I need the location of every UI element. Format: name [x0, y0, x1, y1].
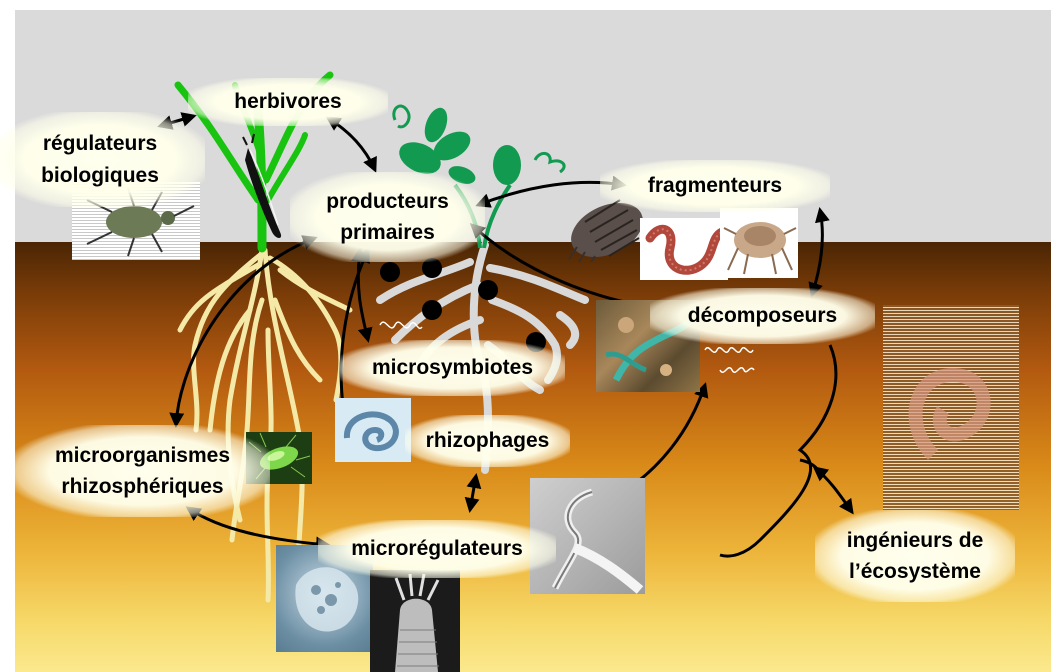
- amoeba-photo: [276, 545, 373, 652]
- producteurs-text-line2: primaires: [340, 221, 435, 244]
- fragmenteurs-text: fragmenteurs: [647, 174, 783, 198]
- label-ingenieurs-ecosysteme: ingénieurs de l’écosystème: [815, 510, 1015, 602]
- label-decomposeurs: décomposeurs: [650, 288, 875, 344]
- ingenieurs-text-line1: ingénieurs de: [846, 528, 984, 552]
- microorganismes-text-line1: microorganismes: [54, 443, 231, 467]
- arrow-producteurs-microorganismes: [169, 235, 318, 428]
- nematode-photo: [335, 398, 411, 462]
- arrow-fragmenteurs-decomposeurs: [808, 207, 830, 298]
- label-producteurs-primaires: producteurs primaires: [290, 172, 485, 262]
- label-microorganismes-rhizospheriques: microorganismes rhizosphériques: [15, 425, 270, 517]
- earthworm-faded-photo: [883, 305, 1019, 510]
- rhizophages-text: rhizophages: [425, 429, 550, 453]
- fungal-filaments: [379, 321, 755, 373]
- label-microsymbiotes: microsymbiotes: [340, 340, 565, 396]
- label-rhizophages: rhizophages: [405, 415, 570, 467]
- label-fragmenteurs: fragmenteurs: [600, 160, 830, 212]
- microregulateurs-text: microrégulateurs: [351, 537, 523, 561]
- ingenieurs-bracket: [719, 344, 838, 558]
- herbivores-text: herbivores: [234, 90, 342, 114]
- regulateurs-text-line1: régulateurs: [42, 132, 158, 155]
- earthworm-photo: [640, 218, 728, 280]
- microsymbiotes-text: microsymbiotes: [371, 356, 534, 380]
- producteurs-text-line1: producteurs: [326, 189, 449, 213]
- label-microregulateurs: microrégulateurs: [318, 520, 556, 578]
- decomposeurs-text: décomposeurs: [687, 304, 838, 328]
- arrow-rhizophages-microregulateurs: [464, 473, 482, 513]
- arrow-ingenieurs: [812, 466, 854, 515]
- caterpillar-icon: [242, 133, 282, 238]
- ingenieurs-text-line2: l’écosystème: [849, 560, 981, 583]
- fungal-hyphae-photo: [596, 300, 700, 392]
- regulateurs-text-line2: biologiques: [41, 163, 159, 187]
- label-regulateurs-biologiques: régulateurs biologiques: [0, 112, 205, 207]
- nematode-head-photo: [370, 570, 460, 672]
- mite-photo: [720, 208, 798, 278]
- label-herbivores: herbivores: [188, 78, 388, 126]
- microorganismes-text-line2: rhizosphériques: [61, 475, 224, 498]
